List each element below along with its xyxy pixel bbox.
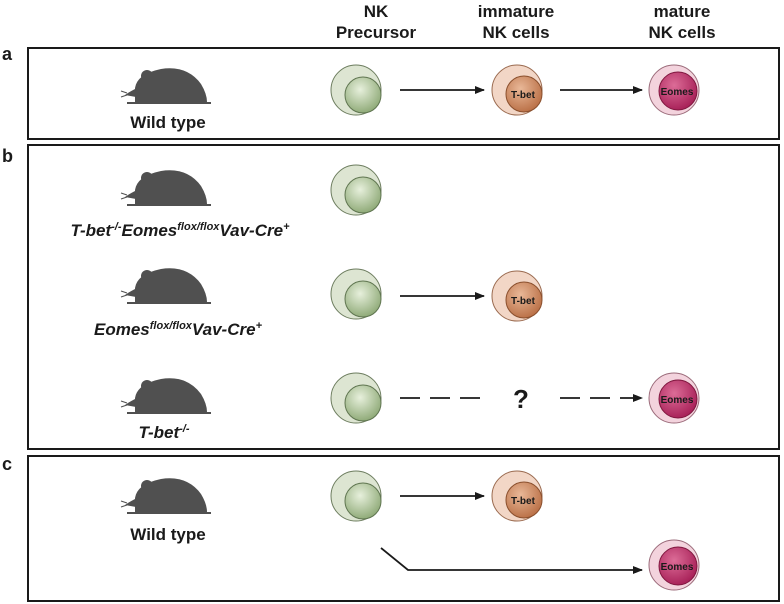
- nk-precursor-cell: [330, 64, 382, 116]
- tbet-label: T-bet: [511, 296, 536, 307]
- panel-label-c: c: [2, 454, 12, 474]
- immature-nk-cell: T-bet: [491, 64, 543, 116]
- genotype-part: Eomes: [94, 320, 150, 339]
- nk-precursor-cell: [330, 372, 382, 424]
- immature-nk-cell: T-bet: [491, 270, 543, 322]
- mouse-icon: [120, 267, 212, 304]
- eomes-label: Eomes: [661, 395, 694, 406]
- genotype-superscript: flox/flox: [150, 320, 193, 332]
- panel-label-b: b: [2, 146, 13, 166]
- genotype-superscript: flox/flox: [177, 221, 220, 233]
- genotype-part: T-bet: [71, 221, 113, 240]
- tbet-label: T-bet: [511, 496, 536, 507]
- eomes-label: Eomes: [661, 562, 694, 573]
- genotype-superscript: -/-: [111, 221, 122, 233]
- nk-precursor-cell: [330, 268, 382, 320]
- question-mark: ?: [513, 384, 529, 414]
- mouse-icon: [120, 477, 212, 514]
- immature-nk-cell: T-bet: [491, 470, 543, 522]
- genotype-label-tbet-eomes-vav: T-bet-/-Eomesflox/floxVav-Cre+: [71, 221, 291, 240]
- panel-a-mouse-label: Wild type: [130, 113, 205, 132]
- header-immature-line2: NK cells: [482, 23, 549, 42]
- arrow-precursor-to-mature-direct: [380, 547, 643, 574]
- mouse-icon: [120, 169, 212, 206]
- header-mature: mature NK cells: [648, 2, 715, 42]
- header-precursor-line2: Precursor: [336, 23, 417, 42]
- mature-nk-cell: Eomes: [648, 64, 700, 116]
- nk-precursor-cell: [330, 470, 382, 522]
- header-mature-line2: NK cells: [648, 23, 715, 42]
- genotype-label-tbet-ko: T-bet-/-: [139, 423, 190, 442]
- panel-a-box: [27, 47, 780, 140]
- genotype-part: Vav-Cre: [192, 320, 256, 339]
- header-precursor-line1: NK: [364, 2, 389, 21]
- nk-precursor-cell: [330, 164, 382, 216]
- genotype-part: Vav-Cre: [219, 221, 283, 240]
- genotype-part: T-bet: [139, 423, 181, 442]
- mouse-icon: [120, 377, 212, 414]
- eomes-label: Eomes: [661, 87, 694, 98]
- header-immature-line1: immature: [478, 2, 555, 21]
- header-immature: immature NK cells: [478, 2, 555, 42]
- mature-nk-cell: Eomes: [648, 372, 700, 424]
- genotype-part: Eomes: [122, 221, 178, 240]
- header-mature-line1: mature: [654, 2, 711, 21]
- panel-b-box: [27, 144, 780, 450]
- panel-label-a: a: [2, 44, 13, 64]
- genotype-label-eomes-vav: Eomesflox/floxVav-Cre+: [94, 320, 263, 339]
- genotype-superscript: -/-: [179, 423, 190, 435]
- mouse-icon: [120, 67, 212, 104]
- mature-nk-cell: Eomes: [648, 539, 700, 591]
- tbet-label: T-bet: [511, 90, 536, 101]
- genotype-superscript: +: [283, 221, 290, 233]
- panel-c-mouse-label: Wild type: [130, 525, 205, 544]
- genotype-superscript: +: [256, 320, 263, 332]
- panel-c-box: [27, 455, 780, 602]
- header-precursor: NK Precursor: [336, 2, 417, 42]
